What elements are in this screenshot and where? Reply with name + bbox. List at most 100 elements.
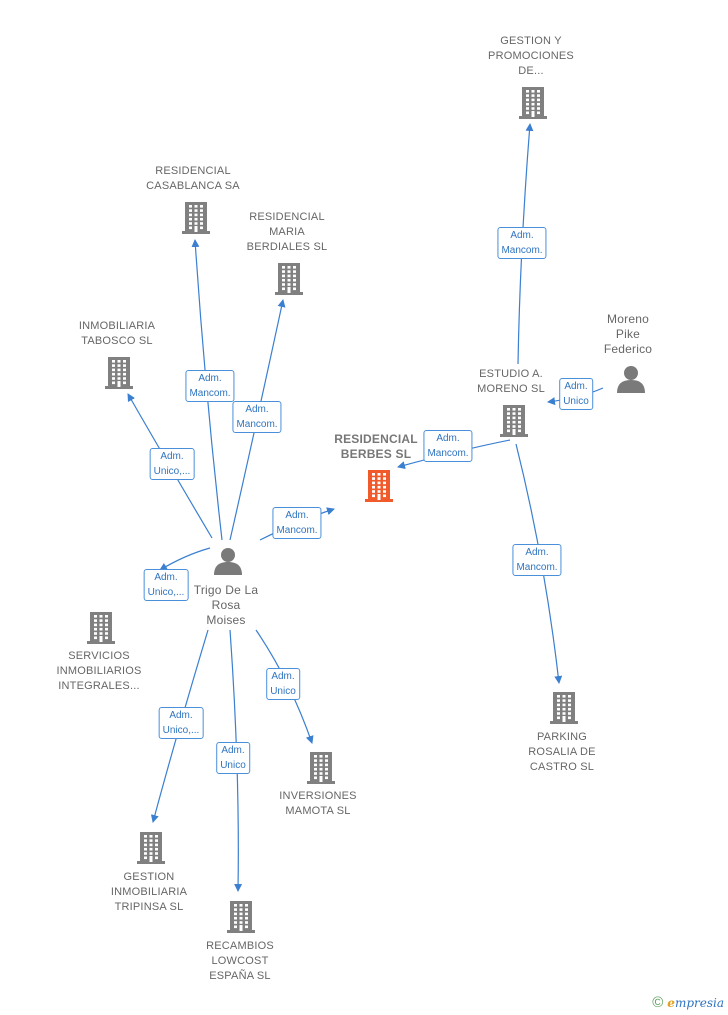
role-label-line: Unico,... [162,725,200,736]
node-label-line: Rosa [211,598,241,612]
node-label-line: ESTUDIO A. [479,368,543,380]
company-name-label[interactable]: INVERSIONES MAMOTA SL [279,789,356,819]
role-label-line: Unico [220,760,246,771]
node-label-line: RECAMBIOS [206,940,274,952]
role-label[interactable]: Adm. Mancom. [272,507,322,539]
node-label-line: BERDIALES SL [246,241,328,253]
company-name-label[interactable]: INMOBILIARIA TABOSCO SL [79,319,155,349]
role-label-line: Mancom. [276,525,318,536]
person-icon[interactable] [213,546,243,581]
role-label-line: Adm. [221,745,245,756]
node-label-line: RESIDENCIAL [249,211,325,223]
node-label-line: CASABLANCA SA [146,180,240,192]
building-icon[interactable] [364,468,394,507]
company-name-label[interactable]: PARKING ROSALIA DE CASTRO SL [528,730,595,775]
role-label-line: Mancom. [427,448,469,459]
role-label-line: Adm. [436,433,460,444]
building-icon[interactable] [136,830,166,869]
company-name-label[interactable]: RESIDENCIAL MARIA BERDIALES SL [247,210,328,255]
node-label-line: MORENO SL [477,383,545,395]
role-label[interactable]: Adm. Mancom. [512,544,562,576]
role-label[interactable]: Adm. Mancom. [232,401,282,433]
node-label-line: MAMOTA SL [285,805,351,817]
role-label[interactable]: Adm. Mancom. [497,227,547,259]
role-label[interactable]: Adm. Mancom. [423,430,473,462]
role-label-line: Adm. [198,373,222,384]
company-name-label[interactable]: SERVICIOS INMOBILIARIOS INTEGRALES... [56,649,141,694]
node-label-line: INMOBILIARIA [78,320,156,332]
role-label-line: Adm. [510,230,534,241]
company-name-label[interactable]: RESIDENCIAL CASABLANCA SA [146,164,240,194]
person-icon[interactable] [616,364,646,399]
node-label-line: RESIDENCIAL [155,165,231,177]
company-name-label[interactable]: ESTUDIO A. MORENO SL [477,367,545,397]
node-label-line: ESPAÑA SL [209,970,271,982]
node-label-line: INVERSIONES [279,790,357,802]
role-label-line: Adm. [245,404,269,415]
node-label-line: GESTION Y [500,35,562,47]
building-icon[interactable] [181,200,211,239]
role-label-line: Mancom. [189,388,231,399]
node-label-line: SERVICIOS [68,650,130,662]
role-label-line: Mancom. [501,245,543,256]
node-label-line: BERBES SL [340,447,412,461]
role-label[interactable]: Adm. Unico,... [149,448,195,480]
role-label-line: Adm. [154,572,178,583]
footer-brand[interactable]: © empresia [652,994,724,1011]
node-label-line: Pike [615,327,641,341]
brand-logo: empresia [667,995,724,1010]
node-label-line: Moreno [607,312,649,326]
node-label-line: Trigo De La [193,583,259,597]
role-label-line: Unico [270,686,296,697]
role-label-line: Adm. [160,451,184,462]
role-label-line: Adm. [525,547,549,558]
role-label-line: Mancom. [236,419,278,430]
node-label-line: GESTION [123,871,175,883]
role-label-line: Adm. [564,381,588,392]
node-label-line: RESIDENCIAL [334,432,418,446]
building-icon[interactable] [499,403,529,442]
node-label-line: ROSALIA DE [528,746,596,758]
building-icon[interactable] [549,690,579,729]
node-label-line: INTEGRALES... [58,680,140,692]
building-icon[interactable] [226,899,256,938]
role-label[interactable]: Adm. Unico,... [143,569,189,601]
role-label-line: Unico,... [147,587,185,598]
building-icon[interactable] [274,261,304,300]
role-label-line: Mancom. [516,562,558,573]
role-label-line: Adm. [285,510,309,521]
building-icon[interactable] [86,610,116,649]
building-icon[interactable] [518,85,548,124]
building-icon[interactable] [104,355,134,394]
company-name-label[interactable]: GESTION INMOBILIARIA TRIPINSA SL [111,870,187,915]
node-label-line: Moises [206,613,246,627]
node-label-line: INMOBILIARIOS [56,665,142,677]
role-label[interactable]: Adm. Unico [216,742,250,774]
node-label-line: PROMOCIONES [488,50,574,62]
company-name-label[interactable]: RECAMBIOS LOWCOST ESPAÑA SL [206,939,274,984]
role-label[interactable]: Adm. Mancom. [185,370,235,402]
edge-arrow [159,547,211,571]
node-label-line: PARKING [536,731,588,743]
company-name-label[interactable]: GESTION Y PROMOCIONES DE... [488,34,574,79]
node-label-line: LOWCOST [211,955,269,967]
node-label-line: DE... [518,65,544,77]
role-label-line: Adm. [169,710,193,721]
role-label[interactable]: Adm. Unico [266,668,300,700]
node-label-line: TRIPINSA SL [114,901,184,913]
node-label-line: CASTRO SL [529,761,595,773]
role-label[interactable]: Adm. Unico,... [158,707,204,739]
building-icon[interactable] [306,750,336,789]
role-label-line: Unico,... [153,466,191,477]
node-label-line: Federico [603,342,653,356]
copyright-icon: © [652,994,664,1011]
node-label-line: INMOBILIARIA [110,886,188,898]
node-label-line: MARIA [269,226,305,238]
role-label[interactable]: Adm.Unico [559,378,593,410]
role-label-line: Adm. [271,671,295,682]
node-label-line: TABOSCO SL [81,335,153,347]
